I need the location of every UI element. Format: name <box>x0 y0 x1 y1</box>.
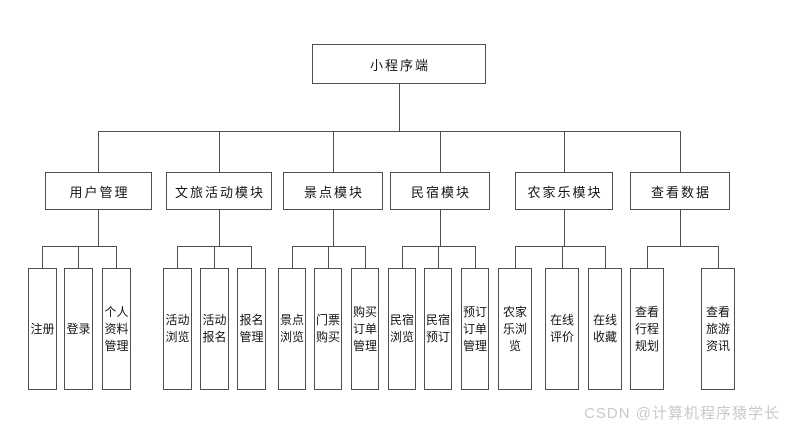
branch-box-homestay: 民宿模块 <box>390 172 490 210</box>
connector-line <box>515 246 606 247</box>
branch-box-farmhouse: 农家乐模块 <box>515 172 613 210</box>
connector-line <box>78 246 79 268</box>
branch-box-scenic-spot: 景点模块 <box>283 172 383 210</box>
connector-line <box>214 246 215 268</box>
leaf-box-view-itinerary-plan: 查看行程规划 <box>630 268 664 390</box>
connector-line <box>402 246 476 247</box>
connector-line <box>440 210 441 246</box>
connector-line <box>647 246 648 268</box>
connector-line <box>680 210 681 246</box>
leaf-box-scenic-browse: 景点浏览 <box>278 268 306 390</box>
connector-line <box>440 131 441 172</box>
connector-line <box>333 131 334 172</box>
connector-line <box>564 131 565 172</box>
connector-line <box>562 246 563 268</box>
connector-line <box>98 131 681 132</box>
connector-line <box>438 246 439 268</box>
leaf-box-online-favorite: 在线收藏 <box>588 268 622 390</box>
leaf-box-view-travel-info: 查看旅游资讯 <box>701 268 735 390</box>
connector-line <box>292 246 366 247</box>
leaf-box-purchase-order-mgmt: 购买订单管理 <box>351 268 379 390</box>
leaf-box-register: 注册 <box>28 268 57 390</box>
leaf-box-farmhouse-browse: 农家乐浏览 <box>498 268 532 390</box>
connector-line <box>402 246 403 268</box>
connector-line <box>333 210 334 246</box>
connector-line <box>475 246 476 268</box>
connector-line <box>116 246 117 268</box>
branch-box-view-data: 查看数据 <box>630 172 730 210</box>
connector-line <box>680 131 681 172</box>
branch-box-culture-activity: 文旅活动模块 <box>166 172 272 210</box>
connector-line <box>564 210 565 246</box>
connector-line <box>219 131 220 172</box>
leaf-box-booking-order-mgmt: 预订订单管理 <box>461 268 489 390</box>
leaf-box-homestay-booking: 民宿预订 <box>424 268 452 390</box>
connector-line <box>647 246 719 247</box>
connector-line <box>328 246 329 268</box>
leaf-box-homestay-browse: 民宿浏览 <box>388 268 416 390</box>
csdn-watermark: CSDN @计算机程序猿学长 <box>584 405 780 422</box>
connector-line <box>177 246 178 268</box>
connector-line <box>219 210 220 246</box>
leaf-box-signup-management: 报名管理 <box>237 268 266 390</box>
connector-line <box>251 246 252 268</box>
connector-line <box>718 246 719 268</box>
connector-line <box>365 246 366 268</box>
connector-line <box>605 246 606 268</box>
leaf-box-profile-management: 个人资料管理 <box>102 268 131 390</box>
connector-line <box>98 210 99 246</box>
connector-line <box>98 131 99 172</box>
leaf-box-activity-browse: 活动浏览 <box>163 268 192 390</box>
connector-line <box>42 246 43 268</box>
connector-line <box>515 246 516 268</box>
root-node-mini-program: 小程序端 <box>312 44 486 84</box>
connector-line <box>399 84 400 131</box>
branch-box-user-management: 用户管理 <box>45 172 152 210</box>
leaf-box-ticket-purchase: 门票购买 <box>314 268 342 390</box>
connector-line <box>292 246 293 268</box>
leaf-box-activity-signup: 活动报名 <box>200 268 229 390</box>
leaf-box-online-review: 在线评价 <box>545 268 579 390</box>
connector-line <box>42 246 117 247</box>
leaf-box-login: 登录 <box>64 268 93 390</box>
